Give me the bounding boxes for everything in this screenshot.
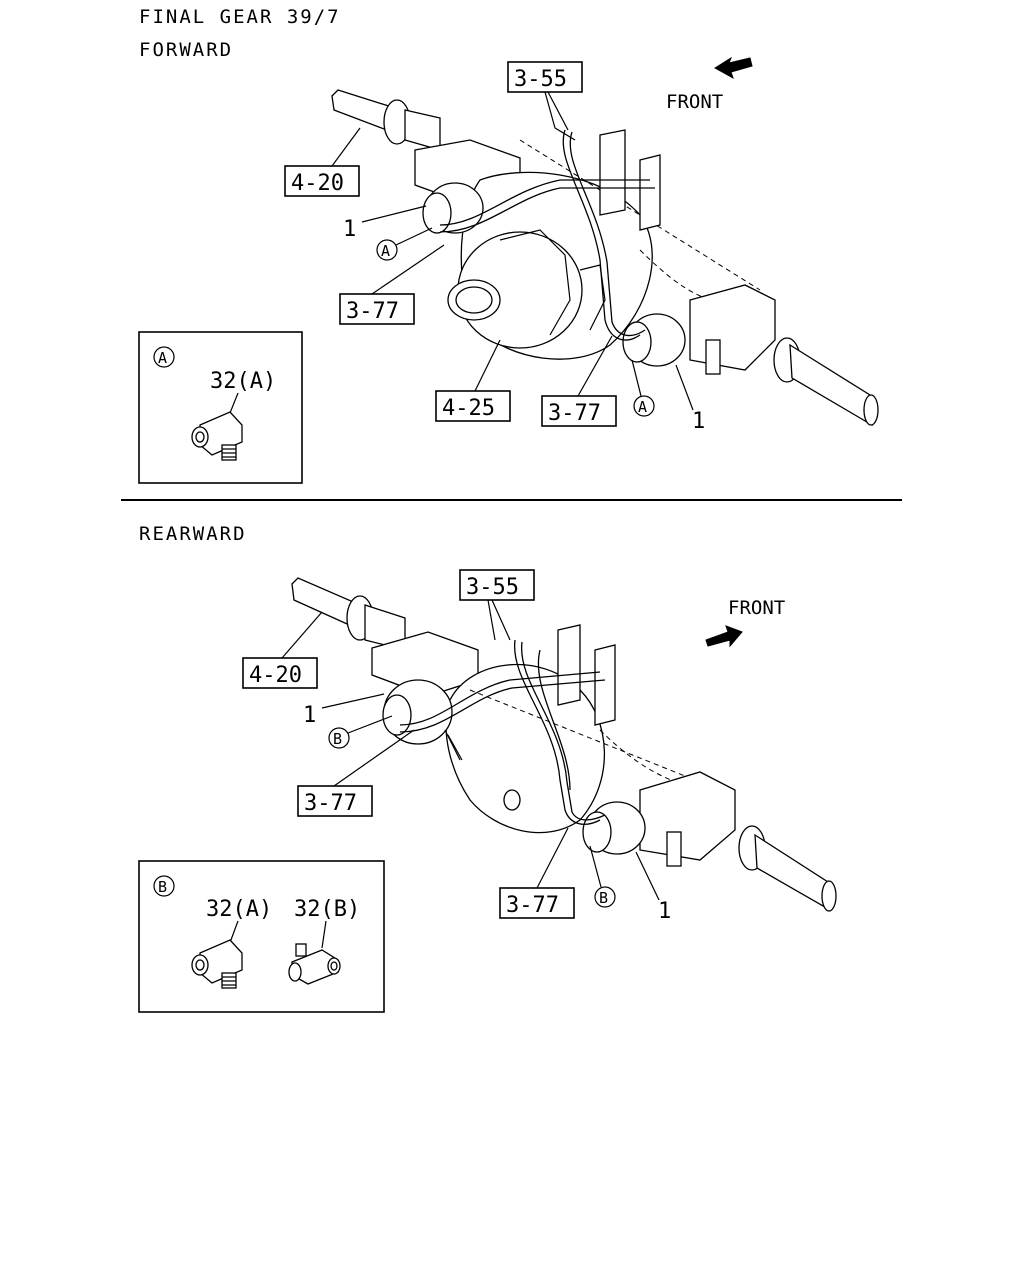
detail-box-a: A 32(A): [138, 331, 303, 484]
callout-box-3-77-right: [541, 395, 617, 427]
callout-3-77-left: 3-77: [346, 299, 399, 324]
diagram-title: FINAL GEAR 39/7: [139, 6, 341, 28]
callout-part-1-right-rear: 1: [658, 899, 671, 924]
detail-b-marker: B: [158, 878, 167, 896]
callout-3-77-right: 3-77: [548, 401, 601, 426]
callout-part-1-left-rear: 1: [303, 703, 316, 728]
tee-fitting-icon: [288, 943, 341, 985]
callout-part-1-right: 1: [692, 409, 705, 434]
ref-circle-a-right: [633, 395, 655, 417]
callout-part-1-left: 1: [343, 217, 356, 242]
ref-circle-b-left: [328, 727, 350, 749]
callout-3-55: 3-55: [514, 67, 567, 92]
detail-box-b: B 32(A) 32(B): [138, 860, 385, 1013]
ref-a-left: A: [381, 242, 390, 260]
callout-4-25: 4-25: [442, 396, 495, 421]
forward-section-title: FORWARD: [139, 39, 233, 61]
callout-3-55-rear: 3-55: [466, 575, 519, 600]
forward-callouts: 3-55 4-20 1 A 3-77 4-25 3-77 A 1: [284, 61, 705, 434]
callout-box-4-20-rear: [242, 657, 318, 689]
callout-box-3-55-rear: [459, 569, 535, 601]
callout-4-20-rear: 4-20: [249, 663, 302, 688]
rearward-callouts: 3-55 4-20 1 B 3-77 3-77 B 1: [242, 569, 671, 924]
detail-a-marker: A: [158, 349, 167, 367]
ref-a-right: A: [638, 398, 647, 416]
forward-front-label: FRONT: [666, 91, 723, 113]
ref-b-right: B: [599, 889, 608, 907]
front-arrow-icon-rear: [705, 625, 743, 648]
forward-axle-illustration: [331, 89, 879, 427]
rearward-section-title: REARWARD: [139, 523, 247, 545]
rearward-axle-illustration: [291, 577, 837, 912]
detail-b-part-32b: 32(B): [294, 897, 360, 922]
detail-a-part-32a: 32(A): [210, 369, 276, 394]
callout-3-77-left-rear: 3-77: [304, 791, 357, 816]
callout-box-4-25: [435, 390, 511, 422]
callout-box-3-77-left: [339, 293, 415, 325]
callout-3-77-right-rear: 3-77: [506, 893, 559, 918]
callout-box-3-77-right-rear: [499, 887, 575, 919]
ref-circle-b-right: [594, 886, 616, 908]
front-arrow-icon: [714, 56, 753, 80]
callout-box-4-20: [284, 165, 360, 197]
ref-b-left: B: [333, 730, 342, 748]
rearward-front-label: FRONT: [728, 597, 785, 619]
callout-4-20: 4-20: [291, 171, 344, 196]
callout-box-3-55: [507, 61, 583, 93]
detail-b-part-32a: 32(A): [206, 897, 272, 922]
elbow-fitting-icon: [191, 411, 243, 461]
elbow-fitting-icon-b: [191, 939, 243, 989]
ref-circle-a-left: [376, 239, 398, 261]
